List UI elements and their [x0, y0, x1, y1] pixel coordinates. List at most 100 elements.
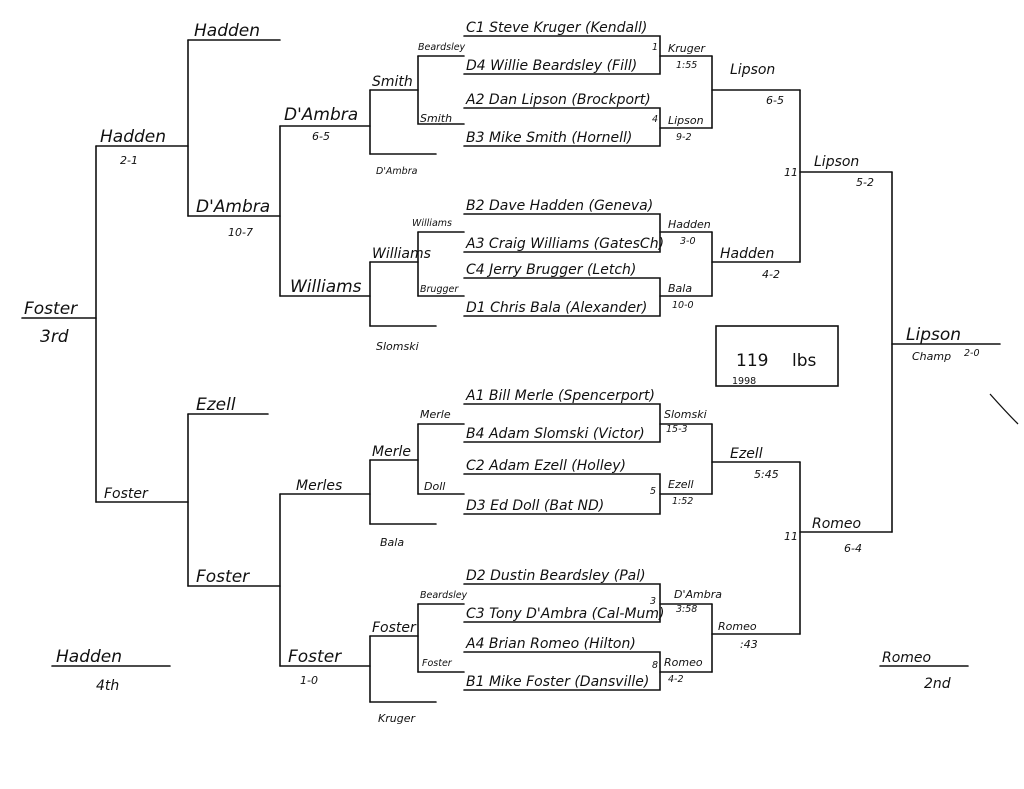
second-place-name: Romeo: [882, 650, 931, 666]
seed-pair-box: [463, 403, 661, 443]
r1-score: 9-2: [676, 132, 692, 143]
cons-r1-winner: Merle: [372, 444, 411, 460]
final-score: 5-2: [856, 176, 874, 189]
fourth-place-name: Hadden: [56, 647, 122, 667]
champion-score: 2-0: [964, 348, 980, 359]
cons-r3-name: Ezell: [196, 395, 236, 415]
r1-winner: Slomski: [664, 408, 707, 421]
r1-winner: Hadden: [668, 218, 711, 231]
qualifier-name: Smith: [420, 112, 452, 125]
seed-name: A1 Bill Merle (Spencerport): [465, 388, 655, 404]
cons-r4-winner: Hadden: [100, 127, 166, 147]
bout-mark: 3: [650, 596, 656, 607]
semi-score: 6-5: [766, 94, 784, 107]
r1-winner: Romeo: [664, 656, 703, 669]
bout-mark: 4: [652, 114, 658, 125]
cons-r2-winner: Merles: [296, 478, 342, 494]
qualifier-name: Merle: [420, 408, 451, 421]
cons-r2-winner: Foster: [288, 647, 342, 667]
cons-r1-winner: Foster: [372, 620, 417, 636]
seed-pair-box: [463, 651, 661, 691]
seed-name: B1 Mike Foster (Dansville): [466, 674, 649, 690]
championship-bracket: 1 4 5 3 8 11 11: [650, 42, 1001, 673]
seed-name: C4 Jerry Brugger (Letch): [466, 262, 636, 278]
champion-label: Champ: [912, 350, 951, 363]
seed-pair-box: [463, 277, 661, 317]
weight-box: 119 lbs 1998: [715, 325, 839, 387]
cons-r2-winner: D'Ambra: [284, 105, 358, 125]
semi-score: 4-2: [762, 268, 780, 281]
qualifier-name: Doll: [424, 480, 445, 493]
consolation-names: Beardsley Smith Williams Brugger Smith W…: [24, 21, 468, 725]
semi-winner: Ezell: [730, 446, 763, 462]
bout-mark: 8: [652, 660, 658, 671]
seed-pair-box: [463, 213, 661, 253]
cons-r2-winner: Williams: [290, 277, 362, 297]
r1-score: 10-0: [672, 300, 694, 311]
weight-frame: [715, 325, 839, 387]
cons-r3-winner: D'Ambra: [196, 197, 270, 217]
r1-winner: D'Ambra: [674, 588, 722, 601]
seed-name: C1 Steve Kruger (Kendall): [466, 20, 647, 36]
seed-name: B2 Dave Hadden (Geneva): [466, 198, 653, 214]
seed-name: D3 Ed Doll (Bat ND): [466, 498, 604, 514]
second-place-label: 2nd: [924, 676, 951, 692]
semi-score: :43: [740, 638, 758, 651]
semi-winner: Hadden: [720, 246, 774, 262]
pen-mark: [989, 393, 1019, 425]
cons-r3-winner: Foster: [196, 567, 250, 587]
bout-mark: 5: [650, 486, 656, 497]
cons-loser: Kruger: [378, 712, 416, 725]
seed-pair-box: [463, 35, 661, 75]
third-place-label: 3rd: [40, 327, 69, 347]
qualifier-name: Williams: [412, 218, 452, 229]
fourth-place-label: 4th: [96, 678, 119, 694]
bout-mark: 11: [784, 166, 798, 179]
seed-names: C1 Steve Kruger (Kendall) D4 Willie Bear…: [465, 20, 664, 690]
bout-mark: 1: [652, 42, 658, 53]
seed-name: B3 Mike Smith (Hornell): [466, 130, 632, 146]
cons-r2-score: 6-5: [312, 130, 330, 143]
cons-loser: Slomski: [376, 340, 419, 353]
cons-r3-name: Hadden: [194, 21, 260, 41]
seed-pair-box: [463, 583, 661, 623]
champion-name: Lipson: [906, 325, 961, 345]
semi-score: 5:45: [754, 468, 779, 481]
final-score: 6-4: [844, 542, 862, 555]
seed-name: C3 Tony D'Ambra (Cal-Mum): [466, 606, 664, 622]
r1-score: 15-3: [666, 424, 688, 435]
cons-r1-winner: Williams: [372, 246, 431, 262]
cons-r2-score: 1-0: [300, 674, 318, 687]
weight-unit: lbs: [792, 351, 817, 371]
r1-winner: Ezell: [668, 478, 694, 491]
third-place-name: Foster: [24, 299, 78, 319]
r1-score: 3-0: [680, 236, 696, 247]
cons-loser: Bala: [380, 536, 404, 549]
tournament-year: 1998: [732, 376, 756, 387]
bout-mark: 11: [784, 530, 798, 543]
cons-r3-score: 10-7: [228, 226, 253, 239]
championship-names: Kruger 1:55 Lipson 9-2 Hadden 3-0 Bala 1…: [664, 42, 980, 692]
final-winner: Lipson: [814, 154, 859, 170]
r1-score: 1:52: [672, 496, 693, 507]
seed-name: A3 Craig Williams (GatesCh): [465, 236, 664, 252]
seed-name: D1 Chris Bala (Alexander): [466, 300, 647, 316]
qualifier-name: Beardsley: [420, 590, 468, 601]
cons-r4-score: 2-1: [120, 154, 138, 167]
r1-winner: Bala: [668, 282, 692, 295]
seed-name: D2 Dustin Beardsley (Pal): [466, 568, 646, 584]
seed-name: A4 Brian Romeo (Hilton): [465, 636, 636, 652]
bracket-line: [417, 55, 441, 125]
qualifier-name: Foster: [422, 658, 453, 669]
final-winner: Romeo: [812, 516, 861, 532]
r1-score: 1:55: [676, 60, 697, 71]
r1-winner: Lipson: [668, 114, 704, 127]
consolation-bracket: [21, 39, 465, 703]
r1-score: 4-2: [668, 674, 684, 685]
r1-winner: Kruger: [668, 42, 706, 55]
cons-loser: D'Ambra: [376, 166, 418, 177]
qualifier-name: Brugger: [420, 284, 459, 295]
cons-r1-winner: Smith: [372, 74, 413, 90]
weight-class: 119: [736, 351, 768, 371]
